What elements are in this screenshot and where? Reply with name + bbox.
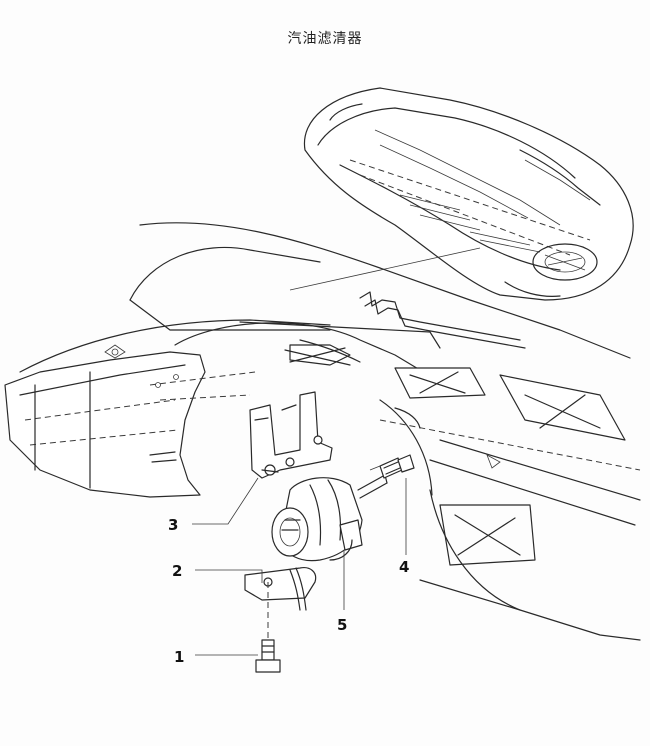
fuel-filter-canister bbox=[271, 474, 388, 562]
underbody-section bbox=[4, 222, 641, 641]
callout-5: 5 bbox=[337, 616, 347, 634]
callout-4: 4 bbox=[399, 558, 409, 576]
leader-3 bbox=[192, 477, 259, 525]
detail-pointer-line bbox=[289, 247, 481, 291]
callout-1: 1 bbox=[174, 648, 184, 666]
page-title: 汽油滤清器 bbox=[287, 31, 363, 47]
callout-leaders bbox=[192, 477, 407, 656]
leader-2 bbox=[195, 569, 263, 583]
mounting-bracket bbox=[249, 391, 333, 479]
lower-bracket bbox=[244, 567, 317, 611]
bolt-part-1 bbox=[255, 582, 281, 673]
callout-3: 3 bbox=[168, 516, 178, 534]
callout-2: 2 bbox=[172, 562, 182, 580]
car-overview-illustration bbox=[303, 87, 634, 301]
screw-part-4 bbox=[369, 454, 415, 479]
